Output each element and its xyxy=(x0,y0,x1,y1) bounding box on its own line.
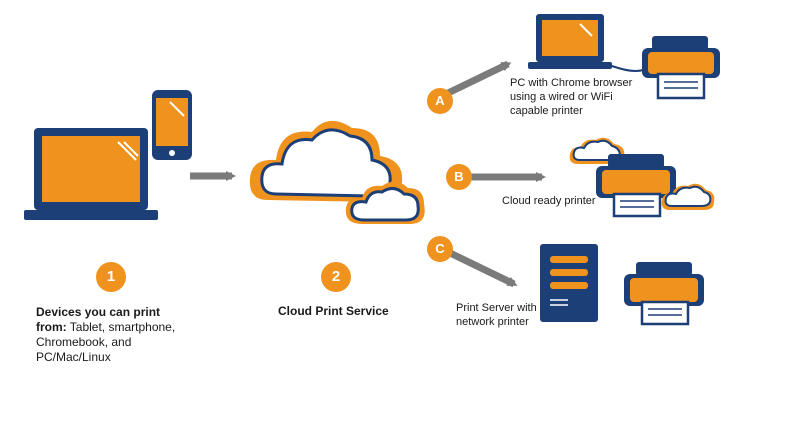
step-badge-1: 1 xyxy=(96,262,126,292)
laptop-icon xyxy=(528,14,612,69)
devices-desc-line2: Tablet, smartphone, xyxy=(66,320,176,334)
cloud-service-label: Cloud Print Service xyxy=(278,304,389,318)
branch-badge-c: C xyxy=(427,236,453,262)
branch-a-line2: using a wired or WiFi xyxy=(510,91,613,103)
smartphone-icon xyxy=(152,90,192,160)
printer-icon xyxy=(624,262,704,326)
branch-b-label: Cloud ready printer xyxy=(502,194,596,208)
printer-icon xyxy=(596,154,676,218)
cloud-icon xyxy=(345,181,425,224)
branch-a-line1: PC with Chrome browser xyxy=(510,77,633,89)
branch-a-line3: capable printer xyxy=(510,105,583,117)
branch-c-line1: Print Server with xyxy=(456,302,537,314)
server-icon xyxy=(540,244,598,322)
devices-title-line2: from: xyxy=(36,320,67,334)
cloud-icon xyxy=(661,183,715,210)
devices-label: Devices you can print from: Tablet, smar… xyxy=(36,305,206,365)
laptop-icon xyxy=(24,128,158,220)
devices-desc-line4: PC/Mac/Linux xyxy=(36,350,111,364)
branch-c-line2: network printer xyxy=(456,316,529,328)
branch-a-label: PC with Chrome browser using a wired or … xyxy=(510,76,640,118)
cloud-icon xyxy=(249,120,403,202)
branch-c-label: Print Server with network printer xyxy=(456,301,566,329)
arrow-icon xyxy=(444,60,512,98)
arrow-icon xyxy=(446,248,518,288)
devices-desc-line3: Chromebook, and xyxy=(36,335,132,349)
branch-badge-a: A xyxy=(427,88,453,114)
devices-title-line1: Devices you can print xyxy=(36,305,161,319)
branch-b-line1: Cloud ready printer xyxy=(502,195,596,207)
branch-badge-b: B xyxy=(446,164,472,190)
step-badge-2: 2 xyxy=(321,262,351,292)
printer-icon xyxy=(642,36,720,100)
